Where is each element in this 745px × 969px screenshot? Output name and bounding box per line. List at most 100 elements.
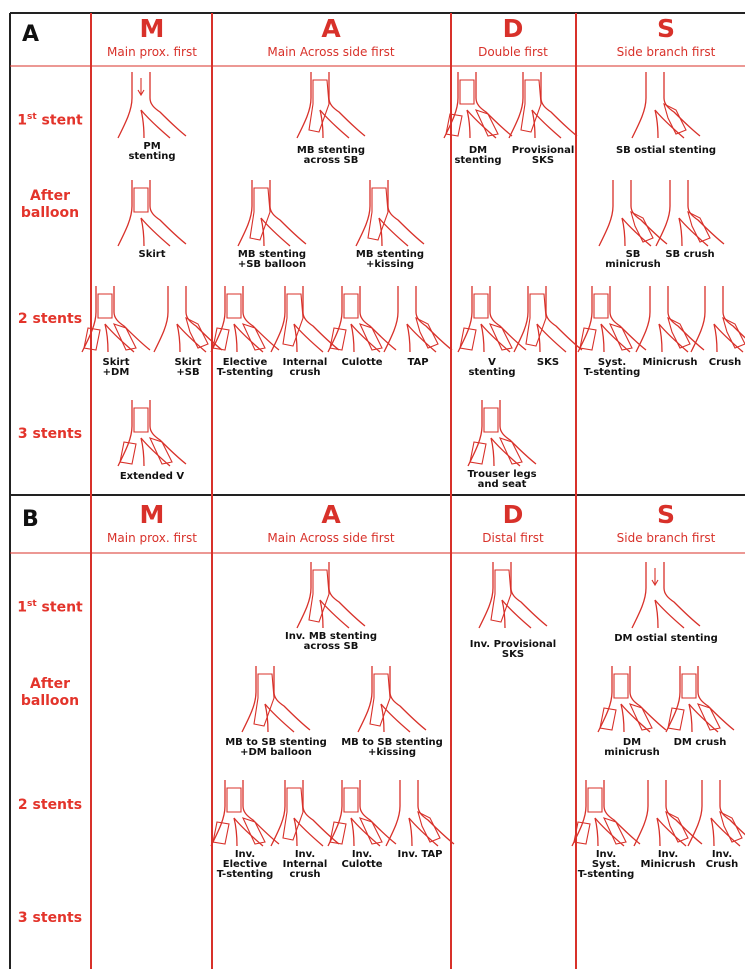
skirt-sb-caption: Skirt +SB <box>174 357 202 378</box>
mb-to-sb-stenting-dm-balloon-illustration <box>241 666 311 733</box>
dm-minicrush-caption: DM minicrush <box>604 737 660 758</box>
dm-ostial-stenting-caption: DM ostial stenting <box>614 633 718 644</box>
culotte-illustration <box>327 286 397 353</box>
mb-stenting-across-sb-caption: MB stenting across SB <box>296 145 366 166</box>
trouser-legs-and-seat-caption: Trouser legs and seat <box>467 469 537 490</box>
header-letter-d-b: D <box>502 500 524 529</box>
extended-v-illustration <box>117 400 187 467</box>
skirt-illustration <box>117 180 187 247</box>
syst-t-stenting-caption: Syst. T-stenting <box>583 357 641 378</box>
dm-crush-illustration <box>665 666 735 733</box>
header-title-d-b: Distal first <box>482 531 544 545</box>
skirt-sb-illustration <box>153 286 223 353</box>
mb-to-sb-stenting-kissing-illustration <box>357 666 427 733</box>
tap-illustration <box>383 286 453 353</box>
dm-crush-caption: DM crush <box>673 737 727 748</box>
inv-syst-t-stenting-illustration <box>571 780 641 847</box>
header-letter-m-b: M <box>139 500 165 529</box>
header-title-d-a: Double first <box>478 45 548 59</box>
minicrush-illustration <box>635 286 705 353</box>
inv-provisional-sks-illustration <box>478 562 548 629</box>
row-label-2-stents-b: 2 stents <box>17 797 83 813</box>
inv-internal-crush-caption: Inv. Internal crush <box>282 849 328 880</box>
header-title-m-b: Main prox. first <box>107 531 197 545</box>
culotte-caption: Culotte <box>341 357 383 368</box>
trouser-legs-and-seat-illustration <box>467 400 537 467</box>
row-label-3-stents-a: 3 stents <box>17 426 83 442</box>
provisional-sks-illustration <box>508 72 578 139</box>
v-stenting-illustration <box>457 286 527 353</box>
crush-illustration <box>690 286 745 353</box>
tap-caption: TAP <box>407 357 429 368</box>
sb-minicrush-caption: SB minicrush <box>605 249 661 270</box>
header-title-s-a: Side branch first <box>616 45 716 59</box>
row-label-2-stents-a: 2 stents <box>17 311 83 327</box>
inv-tap-caption: Inv. TAP <box>397 849 443 860</box>
inv-minicrush-caption: Inv. Minicrush <box>640 849 696 870</box>
header-title-s-b: Side branch first <box>616 531 716 545</box>
sb-minicrush-illustration <box>598 180 668 247</box>
sks-illustration <box>513 286 583 353</box>
syst-t-stenting-illustration <box>577 286 647 353</box>
inv-tap-illustration <box>385 780 455 847</box>
crush-caption: Crush <box>708 357 742 368</box>
mb-to-sb-stenting-dm-balloon-caption: MB to SB stenting +DM balloon <box>225 737 327 758</box>
row-label-after-balloon-b: After balloon <box>20 676 80 709</box>
skirt-dm-caption: Skirt +DM <box>102 357 130 378</box>
mb-stenting-kissing-illustration <box>355 180 425 247</box>
row-label-1st-stent-b: 1st stent <box>17 599 83 616</box>
header-letter-a-a: A <box>321 14 341 43</box>
skirt-dm-illustration <box>81 286 151 353</box>
sb-crush-caption: SB crush <box>665 249 715 260</box>
skirt-caption: Skirt <box>138 249 166 260</box>
header-letter-s-b: S <box>656 500 675 529</box>
inv-mb-stenting-across-sb-caption: Inv. MB stenting across SB <box>285 631 377 652</box>
v-stenting-caption: V stenting <box>468 357 516 378</box>
inv-culotte-illustration <box>327 780 397 847</box>
internal-crush-caption: Internal crush <box>282 357 328 378</box>
pm-stenting-illustration <box>117 72 187 139</box>
extended-v-caption: Extended V <box>119 471 185 482</box>
header-title-m-a: Main prox. first <box>107 45 197 59</box>
dm-ostial-stenting-illustration <box>631 562 701 629</box>
inv-mb-stenting-across-sb-illustration <box>296 562 366 629</box>
inv-elective-t-stenting-illustration <box>210 780 280 847</box>
dm-stenting-illustration <box>443 72 513 139</box>
panel-label-b: B <box>22 507 39 532</box>
inv-elective-t-stenting-caption: Inv. Elective T-stenting <box>216 849 274 880</box>
row-label-1st-stent-a: 1st stent <box>17 112 83 129</box>
sb-crush-illustration <box>655 180 725 247</box>
header-letter-s-a: S <box>656 14 675 43</box>
header-letter-m-a: M <box>139 14 165 43</box>
header-title-a-b: Main Across side first <box>267 531 395 545</box>
mb-stenting-sb-balloon-caption: MB stenting +SB balloon <box>237 249 307 270</box>
inv-internal-crush-illustration <box>270 780 340 847</box>
inv-syst-t-stenting-caption: Inv. Syst. T-stenting <box>577 849 635 880</box>
minicrush-caption: Minicrush <box>642 357 698 368</box>
row-label-3-stents-b: 3 stents <box>17 910 83 926</box>
sks-caption: SKS <box>536 357 560 368</box>
sb-ostial-stenting-caption: SB ostial stenting <box>615 145 717 156</box>
dm-stenting-caption: DM stenting <box>454 145 502 166</box>
header-letter-d-a: D <box>502 14 524 43</box>
mb-stenting-kissing-caption: MB stenting +kissing <box>355 249 425 270</box>
pm-stenting-caption: PM stenting <box>128 141 176 162</box>
provisional-sks-caption: Provisional SKS <box>511 145 575 166</box>
dm-minicrush-illustration <box>597 666 667 733</box>
row-label-after-balloon-a: After balloon <box>20 188 80 221</box>
panel-label-a: A <box>22 22 40 47</box>
internal-crush-illustration <box>270 286 340 353</box>
elective-t-stenting-illustration <box>210 286 280 353</box>
inv-provisional-sks-caption: Inv. Provisional SKS <box>469 639 557 660</box>
elective-t-stenting-caption: Elective T-stenting <box>216 357 274 378</box>
header-letter-a-b: A <box>321 500 341 529</box>
sb-ostial-stenting-illustration <box>631 72 701 139</box>
inv-crush-illustration <box>687 780 745 847</box>
header-title-a-a: Main Across side first <box>267 45 395 59</box>
mb-stenting-sb-balloon-illustration <box>237 180 307 247</box>
inv-crush-caption: Inv. Crush <box>705 849 739 870</box>
mb-stenting-across-sb-illustration <box>296 72 366 139</box>
mb-to-sb-stenting-kissing-caption: MB to SB stenting +kissing <box>341 737 443 758</box>
